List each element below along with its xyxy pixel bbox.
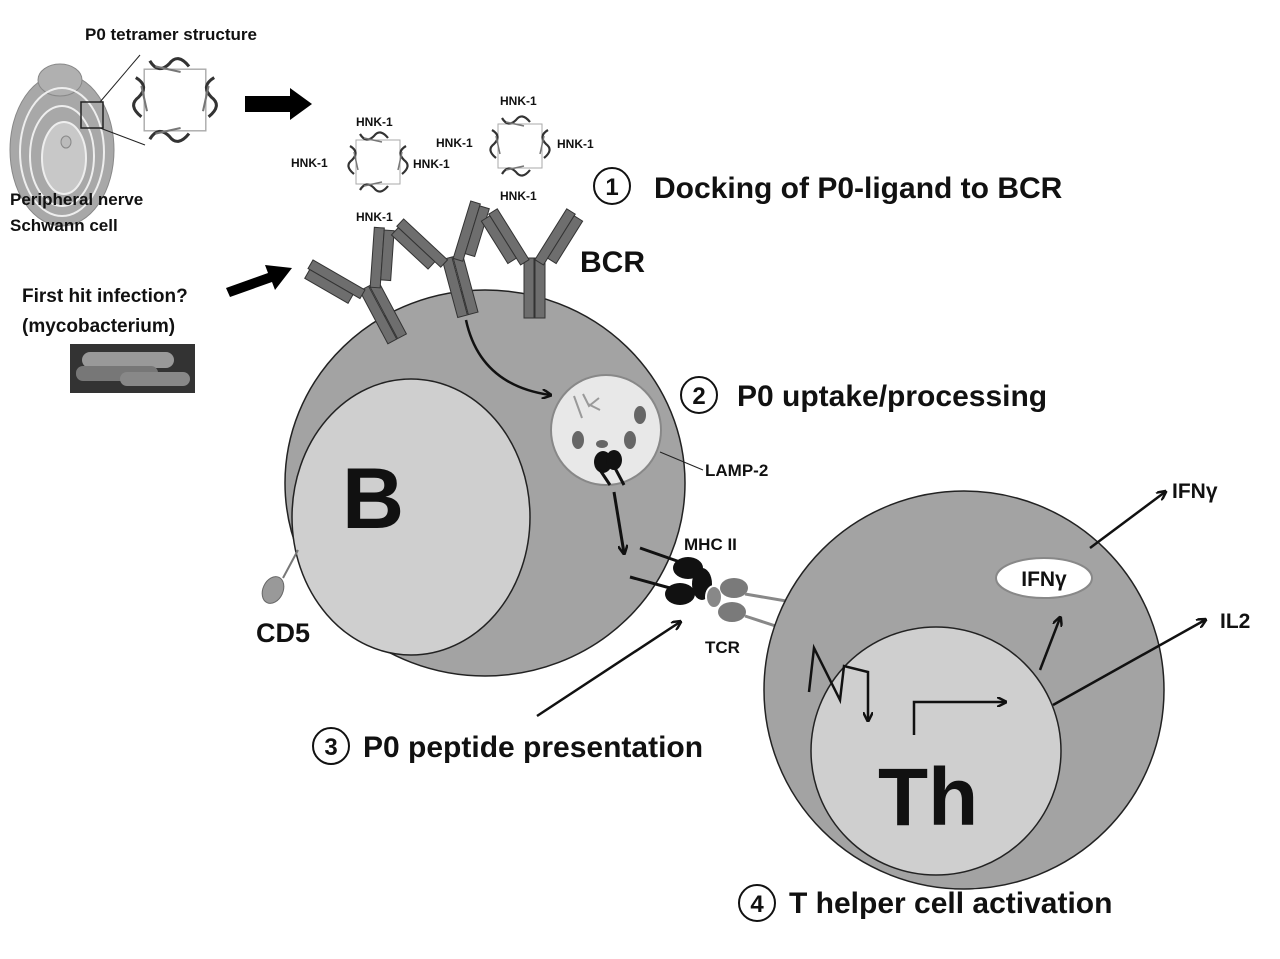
cd5-label: CD5 [256, 618, 310, 648]
step-number-circle [680, 376, 718, 414]
th-cell-label: Th [878, 752, 978, 843]
p0-tetramer-2 [489, 115, 551, 177]
il2-label: IL2 [1220, 610, 1250, 633]
mhc-ii-label: MHC II [684, 535, 737, 554]
presentation-arrow [536, 622, 680, 718]
hnk-1-label: HNK-1 [413, 157, 450, 171]
step-text: Docking of P0-ligand to BCR [654, 172, 1063, 205]
ifng-out-label: IFNγ [1172, 480, 1218, 503]
ifng-vesicle [995, 557, 1093, 599]
lamp2-label: LAMP-2 [705, 461, 768, 480]
nerve-label: Peripheral nerve [10, 190, 143, 209]
signal-zigzag-arrow [807, 643, 868, 720]
hnk-1-label: HNK-1 [356, 115, 393, 129]
ifng-inner-label: IFNγ [1021, 568, 1067, 591]
step-number: 4 [750, 891, 764, 918]
step-4: 4 T helper cell activation [738, 884, 1112, 922]
ifng-secretion-arrow [1038, 618, 1060, 671]
p0-tetramer-1 [347, 131, 409, 193]
uptake-arrow [464, 319, 550, 395]
step-number: 2 [692, 383, 705, 410]
step-number: 3 [324, 734, 337, 761]
block-arrow-right [245, 88, 312, 120]
il2-release-arrow [1052, 620, 1205, 707]
step-number-circle [593, 167, 631, 205]
step-text: P0 uptake/processing [737, 380, 1047, 413]
step-text: P0 peptide presentation [363, 731, 703, 764]
hnk-1-label: HNK-1 [356, 210, 393, 224]
step-number: 1 [605, 174, 618, 201]
mycobacterium-photo [70, 344, 195, 393]
transcription-arrow [912, 702, 1005, 735]
ifng-release-arrow [1089, 492, 1165, 550]
tcr-label: TCR [705, 638, 740, 657]
endosome-vesicle [550, 374, 662, 486]
infection-mycobacterium: (mycobacterium) [22, 316, 175, 337]
cd5-molecule [261, 549, 299, 604]
hnk-1-label: HNK-1 [500, 94, 537, 108]
hnk-1-label: HNK-1 [500, 189, 537, 203]
bcr-label: BCR [580, 246, 645, 279]
infection-question: First hit infection? [22, 286, 188, 307]
hnk-1-label: HNK-1 [557, 137, 594, 151]
step-number-circle [738, 884, 776, 922]
hnk-1-label: HNK-1 [291, 156, 328, 170]
step-1: 1 Docking of P0-ligand to BCR [593, 167, 1063, 205]
block-arrow-infection [226, 265, 292, 297]
step-text: T helper cell activation [789, 887, 1112, 920]
step-2: 2 P0 uptake/processing [680, 376, 1047, 414]
hnk-1-label: HNK-1 [436, 136, 473, 150]
schwann-label: Schwann cell [10, 216, 118, 235]
step-number-circle [312, 727, 350, 765]
lamp2-leader [659, 451, 704, 471]
schwann-cell-illustration [9, 54, 218, 227]
tetramer-title: P0 tetramer structure [85, 25, 257, 44]
step-3: 3 P0 peptide presentation [312, 727, 703, 765]
b-cell-label: B [342, 451, 404, 547]
transport-arrow [612, 491, 624, 553]
